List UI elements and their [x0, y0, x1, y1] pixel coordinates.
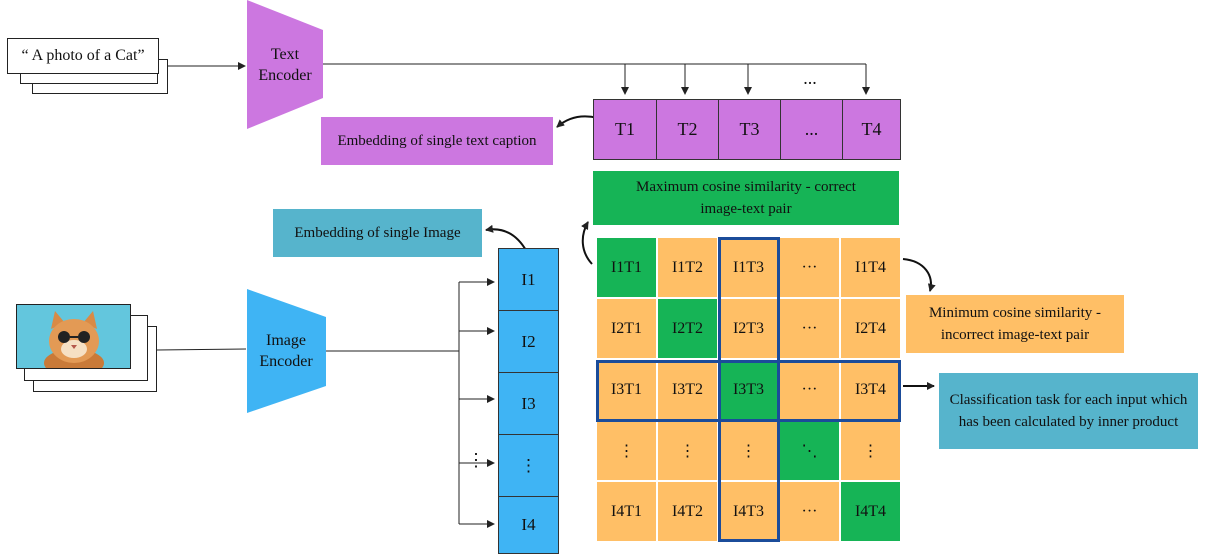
image-encoder-label: Image Encoder: [259, 332, 313, 370]
image-embedding-label: Embedding of single Image: [273, 209, 482, 257]
text-encoder-label: Text Encoder: [258, 46, 312, 84]
matrix-cell-r3-c4: ···: [779, 359, 840, 420]
image-encoder-shape: [247, 289, 326, 413]
highlight-column-t3: [718, 237, 780, 542]
matrix-cell-r5-c1: I4T1: [596, 481, 657, 542]
cat-image: [17, 305, 130, 368]
image-bus-ellipsis: ⋮: [467, 449, 485, 470]
image-embedding-i4: I4: [521, 515, 536, 534]
classification-label: Classification task for each input which…: [939, 373, 1198, 449]
image-embedding-i3: I3: [499, 373, 558, 435]
text-encoder-shape: [247, 0, 323, 129]
text-bus-ellipsis: ...: [803, 67, 817, 88]
matrix-cell-r1-c2: I1T2: [657, 237, 718, 298]
matrix-cell-r1-c1: I1T1: [596, 237, 657, 298]
matrix-cell-r1-c4: ···: [779, 237, 840, 298]
matrix-cell-r1-c5: I1T4: [840, 237, 901, 298]
cat-photo: [16, 304, 131, 369]
image-embedding-column: I1 I2 I3 ⋮ I4: [498, 248, 559, 554]
matrix-cell-r3-c3: I3T3: [718, 359, 779, 420]
text-embedding-t4: T4: [861, 119, 882, 139]
text-input-card: “ A photo of a Cat”: [7, 38, 159, 74]
image-embedding-i1: I1: [499, 249, 558, 311]
max-similarity-label: Maximum cosine similarity - correct imag…: [593, 171, 899, 225]
matrix-cell-r4-c4: ⋱: [779, 420, 840, 481]
matrix-cell-r2-c1: I2T1: [596, 298, 657, 359]
min-similarity-label: Minimum cosine similarity - incorrect im…: [906, 295, 1124, 353]
matrix-cell-r5-c2: I4T2: [657, 481, 718, 542]
matrix-cell-r4-c2: ⋮: [657, 420, 718, 481]
highlight-row-i3: [596, 360, 901, 422]
matrix-cell-r2-c4: ···: [779, 298, 840, 359]
image-embedding-ellipsis: ⋮: [499, 435, 558, 497]
matrix-cell-r4-c1: ⋮: [596, 420, 657, 481]
matrix-cell-r4-c3: ⋮: [718, 420, 779, 481]
matrix-cell-r2-c5: I2T4: [840, 298, 901, 359]
text-embedding-row: T1 T2 T3 ... T4: [593, 99, 901, 160]
matrix-cell-r2-c3: I2T3: [718, 298, 779, 359]
matrix-cell-r2-c2: I2T2: [657, 298, 718, 359]
text-embedding-t1: T1: [594, 100, 657, 159]
matrix-cell-r4-c5: ⋮: [840, 420, 901, 481]
matrix-cell-r3-c2: I3T2: [657, 359, 718, 420]
text-caption: “ A photo of a Cat”: [21, 47, 145, 64]
text-embedding-ellipsis: ...: [781, 100, 843, 159]
text-embedding-t3: T3: [719, 100, 781, 159]
matrix-cell-r1-c3: I1T3: [718, 237, 779, 298]
image-embedding-i2: I2: [499, 311, 558, 373]
text-embedding-t2: T2: [657, 100, 719, 159]
matrix-cell-r5-c5: I4T4: [840, 481, 901, 542]
text-embedding-label: Embedding of single text caption: [321, 117, 553, 165]
matrix-cell-r5-c4: ···: [779, 481, 840, 542]
